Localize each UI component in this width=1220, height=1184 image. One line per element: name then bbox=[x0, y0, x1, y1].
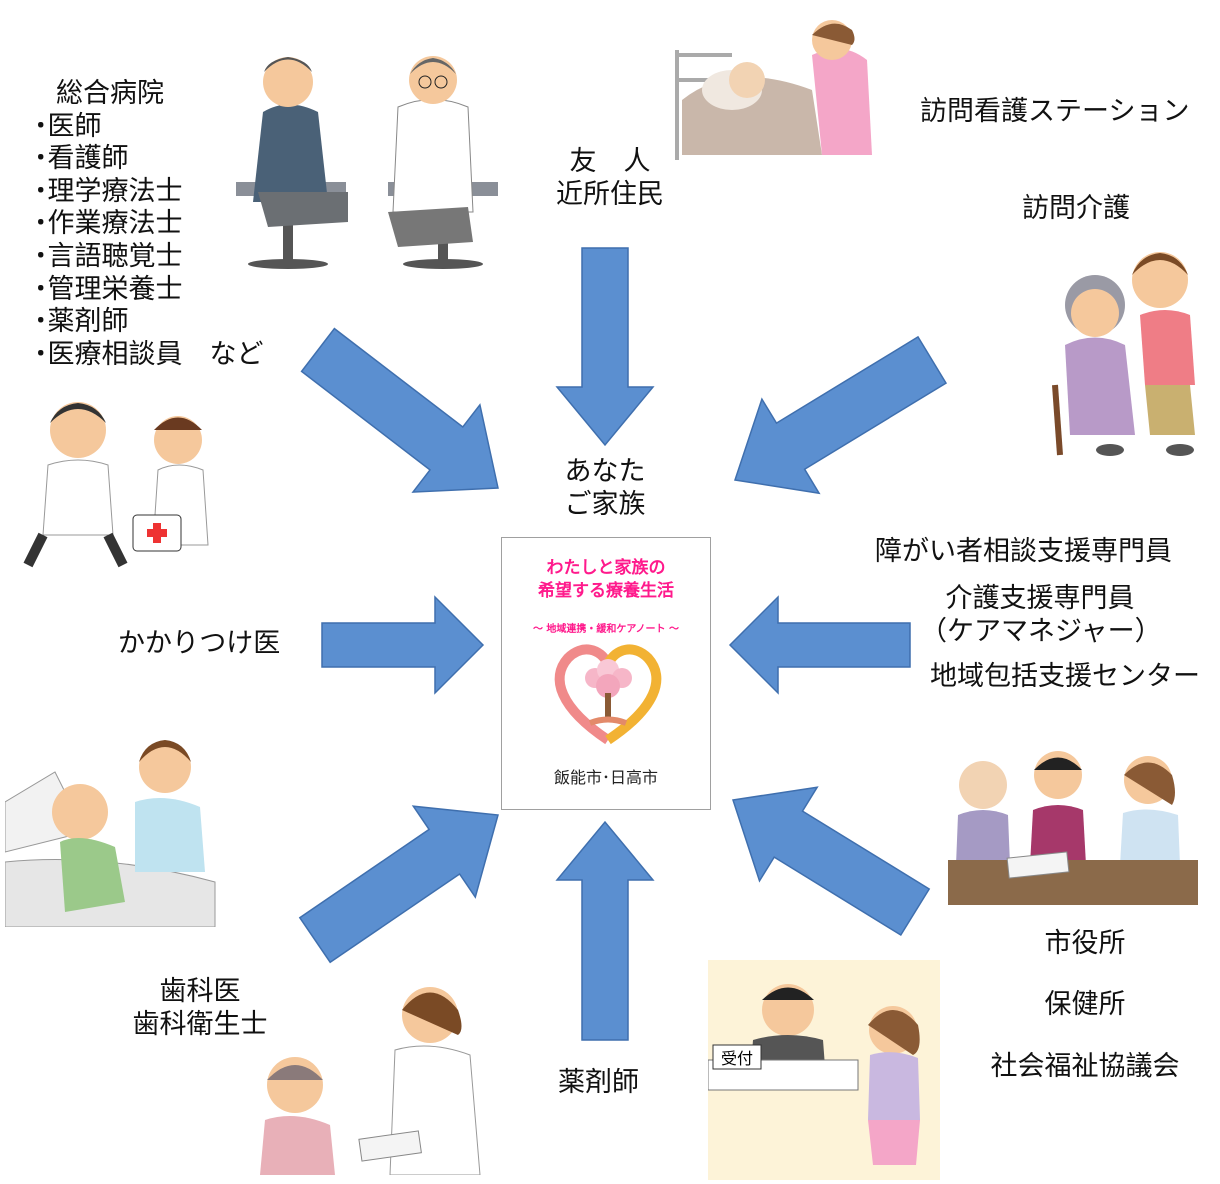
arrow-from-dental bbox=[298, 805, 499, 964]
hospital-item: 看護師 bbox=[34, 143, 264, 176]
arrow-from-pharmacist bbox=[555, 820, 655, 1041]
nurse-patient-bed-illustration bbox=[675, 20, 872, 160]
you-family-label: あなた ご家族 bbox=[530, 455, 680, 521]
home-care-elderly-walking-illustration bbox=[1052, 252, 1195, 456]
care-note-booklet: わたしと家族の 希望する療養生活 ～ 地域連携・緩和ケアノート ～ 飯能市･日高… bbox=[501, 537, 711, 810]
care-manager-block: 介護支援専門員 （ケアマネジャー） bbox=[920, 582, 1162, 648]
arrow-from-public bbox=[732, 786, 931, 937]
dentist-label: 歯科医 bbox=[159, 976, 241, 1007]
dental-care-bedside-illustration bbox=[5, 740, 216, 927]
note-subtitle: ～ 地域連携・緩和ケアノート ～ bbox=[532, 624, 680, 635]
home-nursing-station-label: 訪問看護ステーション bbox=[920, 96, 1190, 127]
community-support-center-label: 地域包括支援センター bbox=[930, 661, 1200, 692]
reception-meeting-illustration bbox=[948, 751, 1198, 905]
arrow-from-family-doctor bbox=[321, 595, 485, 695]
reception-sign-label: 受付 bbox=[721, 1049, 753, 1068]
friends-neighbors-label: 友 人 近所住民 bbox=[530, 145, 690, 211]
hospital-doctor-consultation-illustration bbox=[236, 56, 498, 269]
hospital-item: 医療相談員 など bbox=[34, 339, 264, 372]
arrow-from-home-care bbox=[734, 335, 948, 495]
pharmacist-label: 薬剤師 bbox=[558, 1067, 639, 1098]
hospital-item: 管理栄養士 bbox=[34, 274, 264, 307]
disability-consultant-label: 障がい者相談支援専門員 bbox=[875, 536, 1172, 567]
dental-hygienist-label: 歯科衛生士 bbox=[132, 1009, 268, 1040]
note-title-line2: 希望する療養生活 bbox=[538, 581, 674, 601]
friends-label: 友 人 bbox=[569, 146, 651, 177]
hospital-item: 言語聴覚士 bbox=[34, 241, 264, 274]
note-title-line1: わたしと家族の bbox=[546, 558, 666, 578]
hospital-item: 医師 bbox=[34, 111, 264, 144]
welfare-council-label: 社会福祉協議会 bbox=[990, 1051, 1180, 1082]
dental-hygienist-with-patient-illustration bbox=[260, 987, 481, 1175]
care-manager-label: 介護支援専門員 bbox=[945, 583, 1135, 614]
hospital-item: 作業療法士 bbox=[34, 208, 264, 241]
doctor-and-nurse-running-illustration bbox=[23, 402, 209, 568]
dental-block: 歯科医 歯科衛生士 bbox=[120, 975, 280, 1041]
hospital-staff-list: 総合病院 医師 看護師 理学療法士 作業療法士 言語聴覚士 管理栄養士 薬剤師 … bbox=[34, 78, 264, 371]
family-doctor-label: かかりつけ医 bbox=[118, 628, 281, 659]
arrow-from-friends bbox=[555, 247, 655, 447]
you-label: あなた bbox=[564, 456, 646, 487]
note-city-label: 飯能市･日高市 bbox=[553, 768, 658, 787]
family-label: ご家族 bbox=[564, 489, 646, 520]
health-center-label: 保健所 bbox=[1044, 989, 1126, 1020]
hospital-item: 理学療法士 bbox=[34, 176, 264, 209]
care-manager-alias-label: （ケアマネジャー） bbox=[920, 616, 1162, 647]
city-hall-reception-desk-illustration: 受付 bbox=[708, 960, 940, 1180]
home-care-label: 訪問介護 bbox=[1022, 193, 1130, 224]
heart-tree-logo-icon bbox=[554, 644, 662, 745]
city-hall-label: 市役所 bbox=[1044, 928, 1126, 959]
hospital-item: 薬剤師 bbox=[34, 306, 264, 339]
neighbors-label: 近所住民 bbox=[556, 179, 664, 210]
hospital-title: 総合病院 bbox=[56, 78, 164, 109]
arrow-from-hospital bbox=[300, 327, 499, 493]
arrow-from-support bbox=[728, 595, 911, 695]
